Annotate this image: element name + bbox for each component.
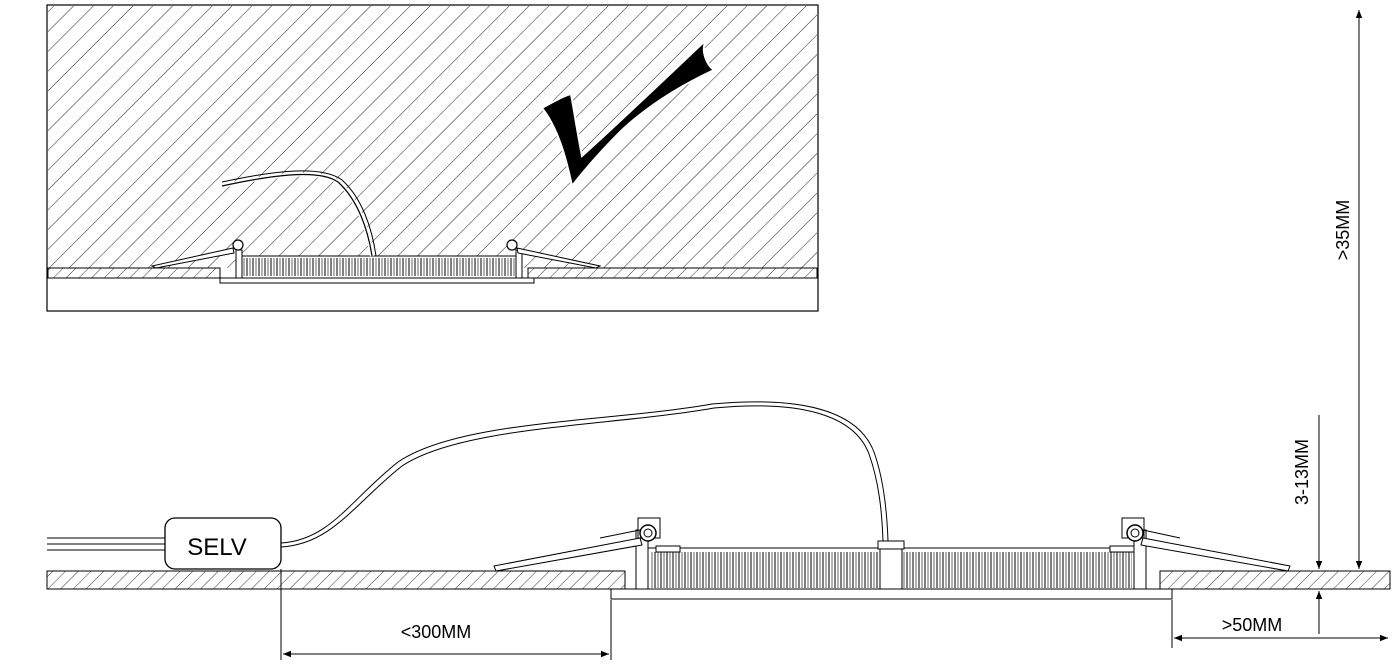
dimension-cable-distance: <300MM xyxy=(280,569,612,660)
dimensions: <300MM >50MM 3-13MM >35MM xyxy=(280,10,1388,660)
panel-flange xyxy=(610,588,1173,600)
inset-cavity-hatch xyxy=(48,6,817,268)
inset-panel xyxy=(46,4,819,312)
inset-ceiling-right xyxy=(527,267,818,279)
main-section: SELV xyxy=(46,401,1391,600)
selv-label: SELV xyxy=(187,534,247,561)
inset-spring-clip-right xyxy=(506,239,602,269)
inset-spring-clip-left xyxy=(150,239,244,269)
spring-clip-left xyxy=(493,517,661,572)
ceiling-thickness-label: 3-13MM xyxy=(1292,439,1312,505)
dimension-edge-distance: >50MM xyxy=(1171,600,1388,648)
spring-clip-right xyxy=(1121,517,1291,572)
panel-cable xyxy=(280,401,889,544)
cable-distance-label: <300MM xyxy=(401,622,472,642)
dimension-cavity-depth: >35MM xyxy=(1333,10,1363,569)
edge-distance-label: >50MM xyxy=(1222,615,1283,635)
selv-driver: SELV xyxy=(164,517,282,570)
input-wires xyxy=(47,537,165,551)
dimension-ceiling-thickness: 3-13MM xyxy=(1292,415,1323,634)
ceiling-board-right xyxy=(1159,570,1391,590)
ceiling-board-left xyxy=(46,570,626,590)
inset-panel-flange xyxy=(219,277,535,284)
checkmark-icon xyxy=(540,39,717,189)
inset-ceiling-left xyxy=(47,267,221,279)
cavity-depth-label: >35MM xyxy=(1333,200,1353,261)
